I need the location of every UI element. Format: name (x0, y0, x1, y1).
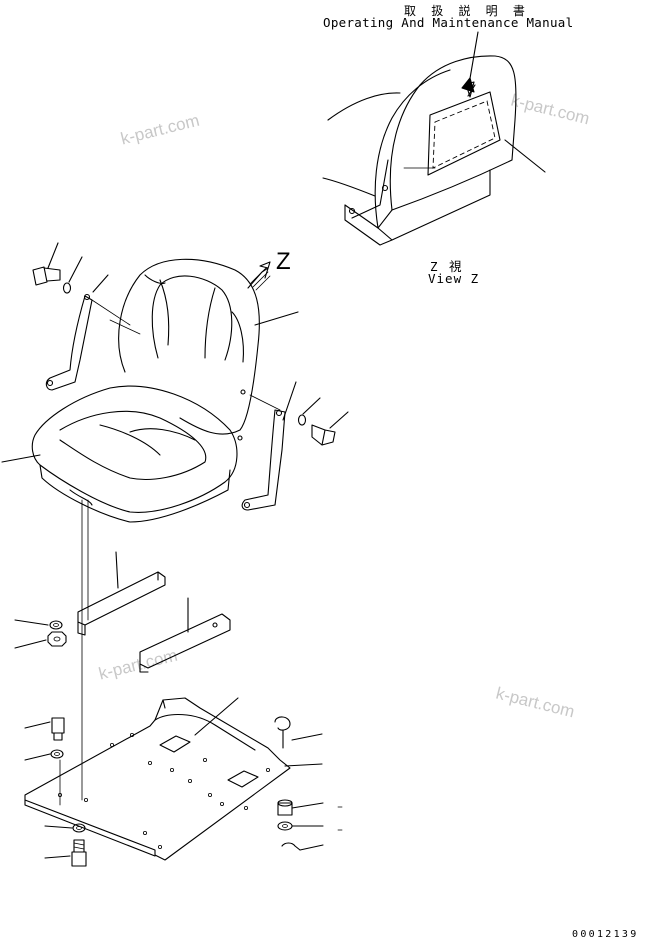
side-bracket-right (241, 381, 297, 511)
side-bracket-left (45, 274, 131, 391)
washer-nut-left (14, 619, 67, 649)
base-plate (24, 499, 291, 861)
manual-label-jp: 取 扱 説 明 書 (404, 4, 529, 18)
drawing-code: 00012139 (572, 929, 639, 940)
view-label-en: View Z (428, 271, 480, 286)
bolt-lower-left (24, 717, 65, 806)
hook-right (274, 716, 323, 767)
bolt-right (297, 397, 349, 446)
washer-bolt-bottom-left (44, 823, 87, 867)
view-direction-letter: Z (276, 248, 291, 275)
spacer-stack-right (277, 799, 343, 851)
seat-assembly (1, 258, 299, 523)
view-z-arrow (247, 261, 271, 291)
rail-right (139, 597, 231, 673)
bolt-top-left (32, 242, 83, 294)
rail-left (77, 499, 166, 636)
manual-label-en: Operating And Maintenance Manual (323, 15, 574, 30)
view-z-seat-back (322, 31, 546, 246)
view-label-jp: Z 視 (430, 259, 464, 274)
